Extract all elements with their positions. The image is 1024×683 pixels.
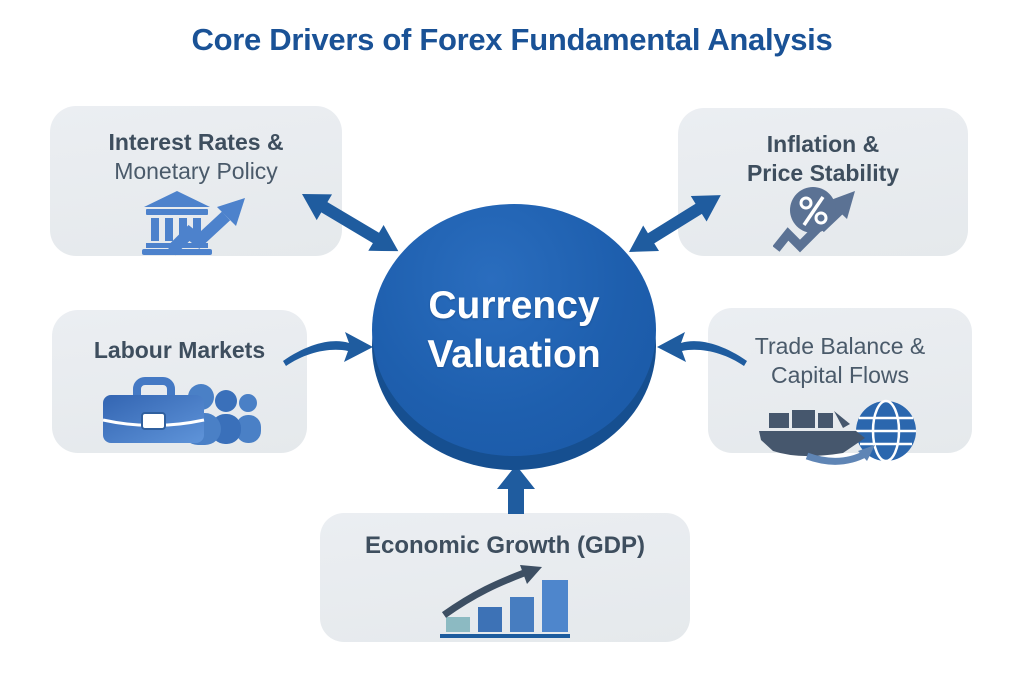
node-title-line: Trade Balance & <box>754 333 926 359</box>
center-label: Currency Valuation <box>427 281 600 379</box>
node-labour-heading: Labour Markets <box>94 336 265 365</box>
node-interest-heading: Interest Rates & Monetary Policy <box>108 128 283 187</box>
node-title-line: Capital Flows <box>770 362 910 389</box>
node-inflation: Inflation & Price Stability <box>678 108 968 256</box>
ship-globe-icon <box>759 399 916 465</box>
bank-growth-icon <box>142 190 245 256</box>
node-title-line: Labour Markets <box>93 337 266 363</box>
arrow-gdp-center <box>497 465 535 514</box>
bar-chart-growth-icon <box>440 564 570 638</box>
center-label-line1: Currency <box>428 283 600 327</box>
center-circle: Currency Valuation <box>372 204 656 456</box>
node-title-line: Interest Rates & <box>108 129 284 155</box>
node-gdp-heading: Economic Growth (GDP) <box>365 531 645 562</box>
node-title-line: Inflation & <box>766 131 880 157</box>
node-trade-heading: Trade Balance & Capital Flows <box>755 332 925 391</box>
briefcase-people-icon <box>102 377 261 446</box>
page-title: Core Drivers of Forex Fundamental Analys… <box>191 22 833 57</box>
node-title-line: Monetary Policy <box>114 158 278 185</box>
node-title-line: Price Stability <box>746 160 900 187</box>
percent-growth-icon <box>773 186 855 253</box>
node-labour-markets: Labour Markets <box>52 310 307 453</box>
node-title-line: Economic Growth (GDP) <box>364 532 645 559</box>
center-label-line2: Valuation <box>427 333 601 376</box>
node-economic-growth: Economic Growth (GDP) <box>320 513 690 642</box>
node-interest-rates: Interest Rates & Monetary Policy <box>50 106 342 256</box>
node-inflation-heading: Inflation & Price Stability <box>747 130 899 189</box>
node-trade-balance: Trade Balance & Capital Flows <box>708 308 972 465</box>
